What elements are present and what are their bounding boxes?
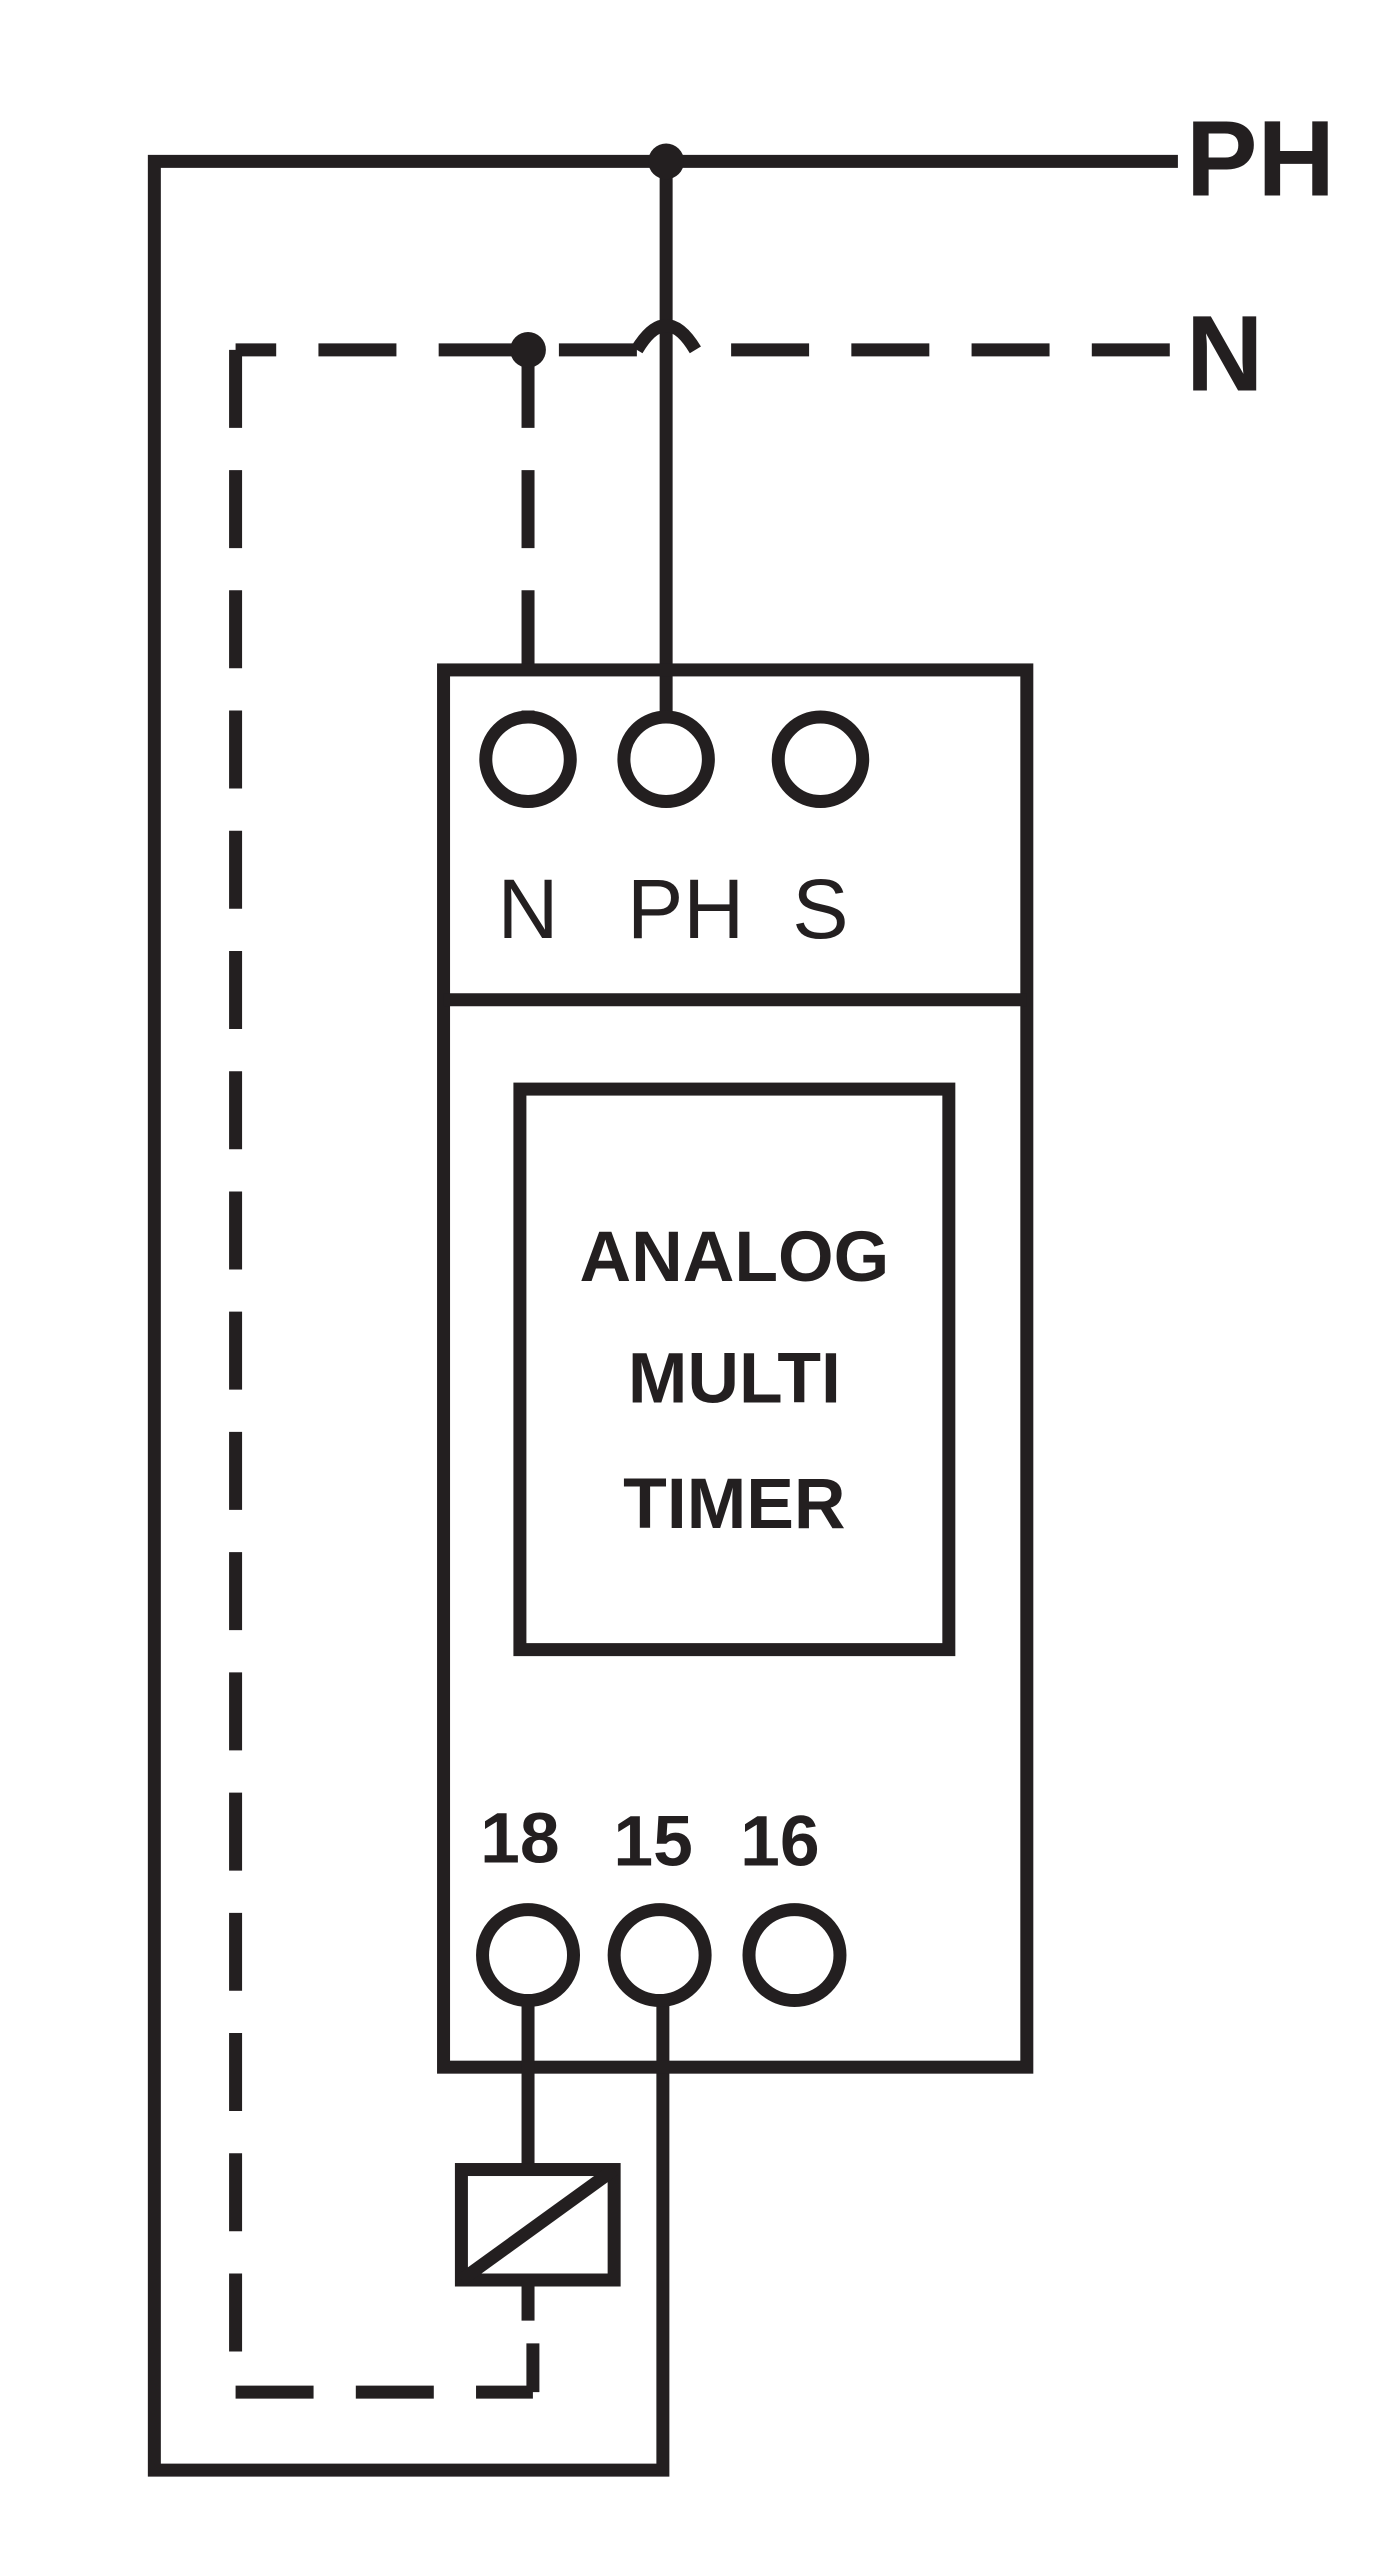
- neutral-junction-dot: [510, 331, 546, 368]
- phase-junction-dot: [648, 143, 685, 180]
- neutral-label: N: [1186, 293, 1263, 413]
- terminal-16: [742, 1903, 847, 2008]
- device-title-line-3: TIMER: [623, 1464, 845, 1544]
- device-title-line-1: ANALOG: [580, 1217, 890, 1297]
- device-title-line-2: MULTI: [628, 1339, 841, 1419]
- terminal-label-ph: PH: [627, 862, 744, 956]
- terminal-label-18: 18: [480, 1798, 559, 1878]
- terminal-15: [607, 1903, 712, 2008]
- load-coil: [454, 2000, 621, 2321]
- terminal-label-15: 15: [613, 1802, 692, 1882]
- terminal-label-n: N: [498, 862, 559, 956]
- terminal-label-s: S: [792, 862, 848, 956]
- timer-device: N PH S ANALOG MULTI TIMER 18 15 16: [437, 663, 1034, 2074]
- terminal-n: [479, 710, 577, 809]
- terminal-s: [771, 710, 870, 809]
- neutral-wire: [229, 319, 1170, 2399]
- phase-wire: [147, 143, 1178, 2477]
- phase-label: PH: [1186, 99, 1335, 219]
- terminal-ph: [617, 710, 715, 809]
- device-label-panel: [513, 1082, 956, 1657]
- terminal-label-16: 16: [740, 1802, 820, 1882]
- terminal-18: [476, 1903, 581, 2008]
